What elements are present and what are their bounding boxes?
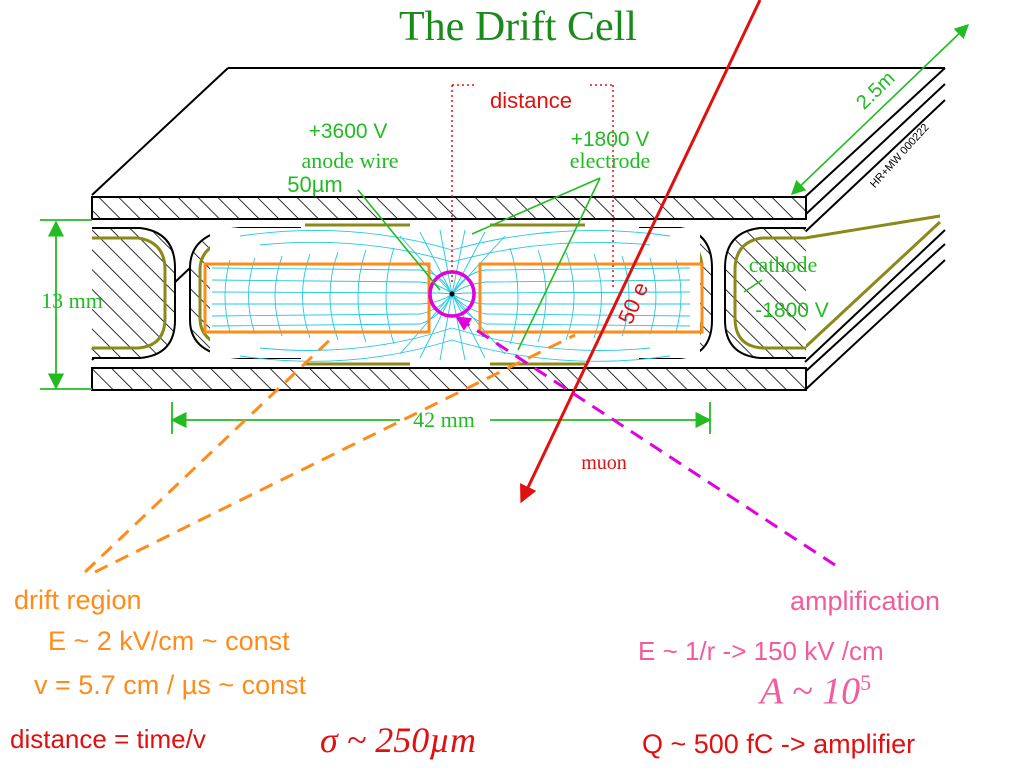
- height-label: 13 mm: [41, 288, 103, 313]
- amplification-field: E ~ 1/r -> 150 kV /cm: [638, 636, 884, 666]
- cathode-label: cathode: [749, 252, 817, 277]
- anode-wire-dot: [449, 291, 455, 297]
- wire-diameter-label: 50µm: [287, 172, 342, 197]
- annotation-leaders: [357, 177, 763, 351]
- bottom-plate: [91, 367, 807, 391]
- width-dimension: [170, 402, 712, 434]
- drift-pointers: [83, 333, 576, 574]
- charge-formula: Q ~ 500 fC -> amplifier: [642, 729, 916, 759]
- top-plate: [91, 196, 807, 220]
- drift-region-right: [478, 262, 704, 334]
- distance-formula: distance = time/v: [10, 724, 206, 754]
- gain-formula: A ~ 105: [760, 672, 871, 711]
- drift-field: E ~ 2 kV/cm ~ const: [48, 626, 290, 656]
- length-label: 2.5m: [852, 67, 899, 114]
- anode-voltage-label: +3600 V: [309, 120, 388, 143]
- anode-wire-label: anode wire: [301, 148, 398, 173]
- reference-label: HR+MW 000222: [868, 122, 932, 191]
- height-dimension: [40, 219, 92, 390]
- electrode-strips: [305, 223, 585, 366]
- length-arrow: [790, 24, 970, 195]
- muon-label: muon: [581, 452, 627, 474]
- muon-track: [520, 0, 762, 504]
- resolution-value: ~ 250µm: [346, 720, 476, 760]
- amplification-pointer: [455, 316, 836, 567]
- width-label: 42 mm: [413, 407, 475, 432]
- amplification-heading: amplification: [790, 586, 941, 616]
- distance-bracket: [451, 84, 614, 290]
- sigma-symbol: σ: [320, 720, 338, 760]
- gain-exponent: 5: [860, 670, 872, 695]
- electrode-label: electrode: [570, 148, 651, 173]
- drift-velocity: v = 5.7 cm / µs ~ const: [34, 670, 307, 700]
- resolution-formula: σ ~ 250µm: [320, 722, 476, 758]
- electrode-voltage-label: +1800 V: [571, 128, 650, 151]
- gain-base: A ~ 10: [760, 670, 861, 713]
- cathode-voltage-label: -1800 V: [755, 299, 829, 322]
- distance-label: distance: [490, 88, 572, 113]
- drift-heading: drift region: [14, 585, 142, 615]
- page-title: The Drift Cell: [399, 4, 637, 50]
